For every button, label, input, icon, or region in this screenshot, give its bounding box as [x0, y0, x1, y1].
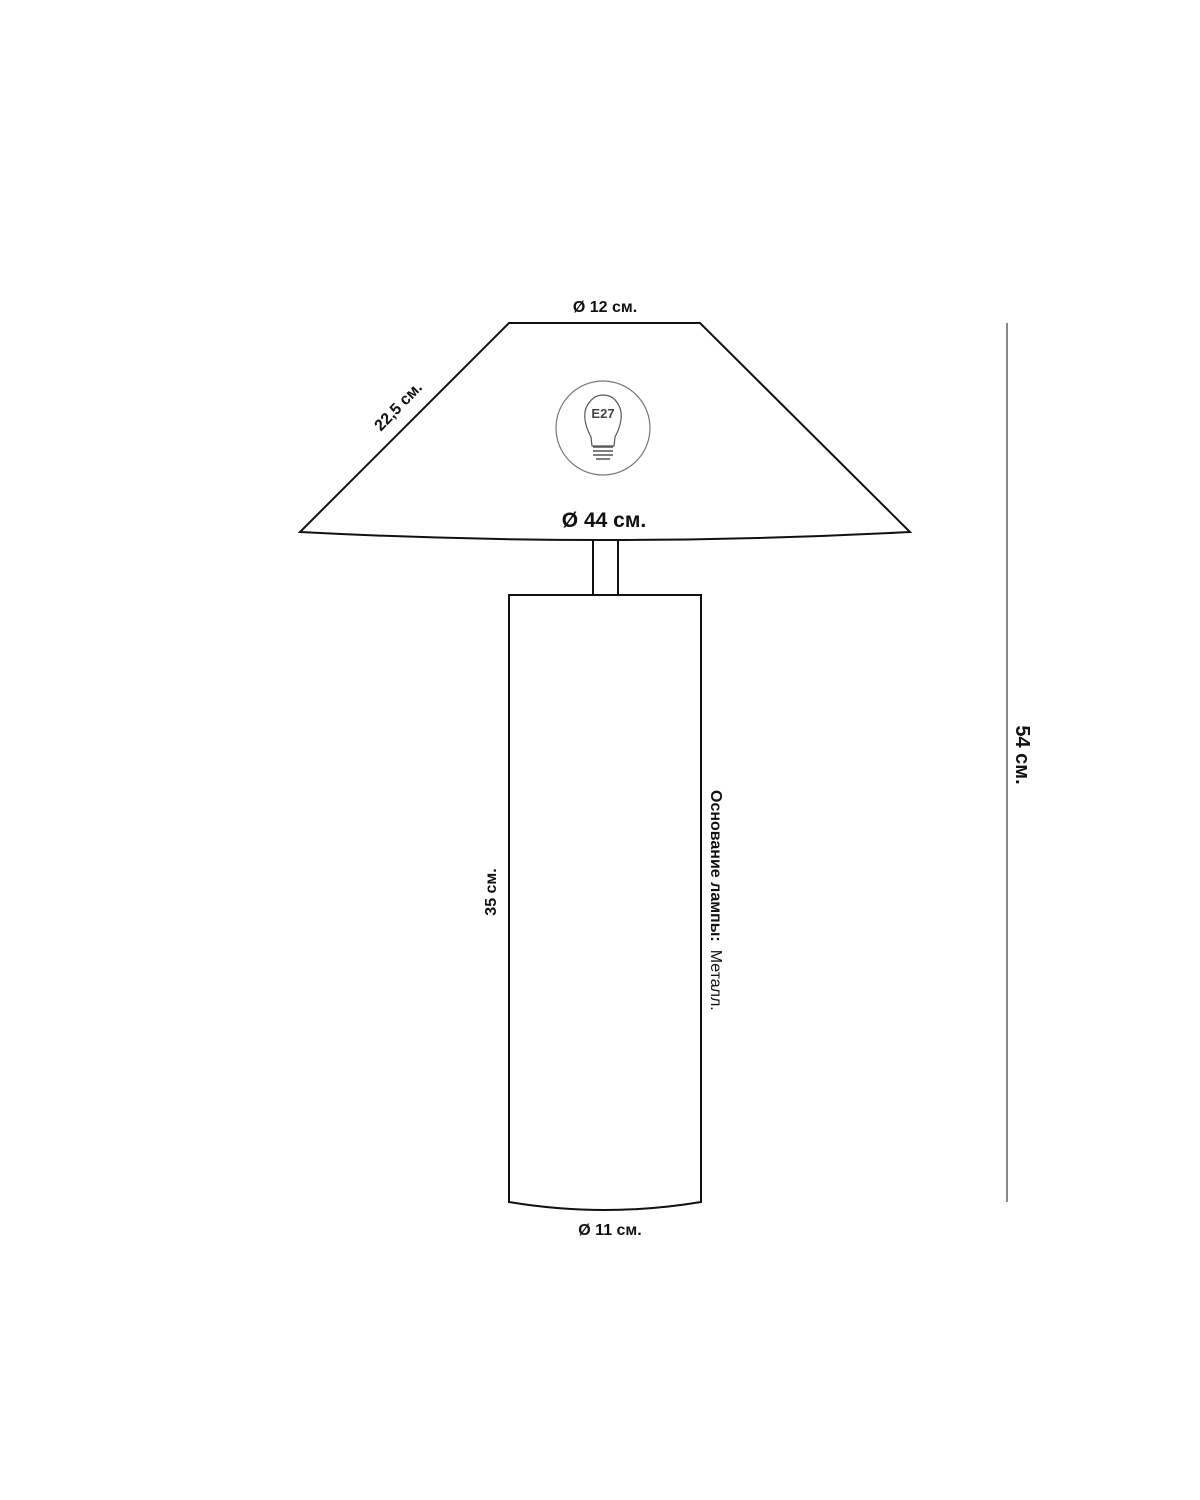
- lamp-shade: [297, 322, 913, 541]
- lamp-base: [508, 594, 702, 1211]
- shade-bottom-diameter: Ø 44 см.: [562, 509, 646, 532]
- shade-top-diameter: Ø 12 см.: [573, 299, 637, 316]
- bulb-socket-label: E27: [591, 406, 614, 421]
- total-height: 54 см.: [1011, 725, 1033, 784]
- material-value: Металл.: [707, 950, 724, 1011]
- material-note: Основание лампы: Металл.: [707, 790, 724, 1011]
- base-height: 35 см.: [483, 868, 500, 915]
- material-label: Основание лампы:: [707, 790, 724, 942]
- shade-slant-length: 22,5 см.: [372, 379, 426, 435]
- lamp-stem: [592, 540, 619, 595]
- base-diameter: Ø 11 см.: [578, 1222, 641, 1239]
- bulb-icon: E27: [555, 380, 651, 476]
